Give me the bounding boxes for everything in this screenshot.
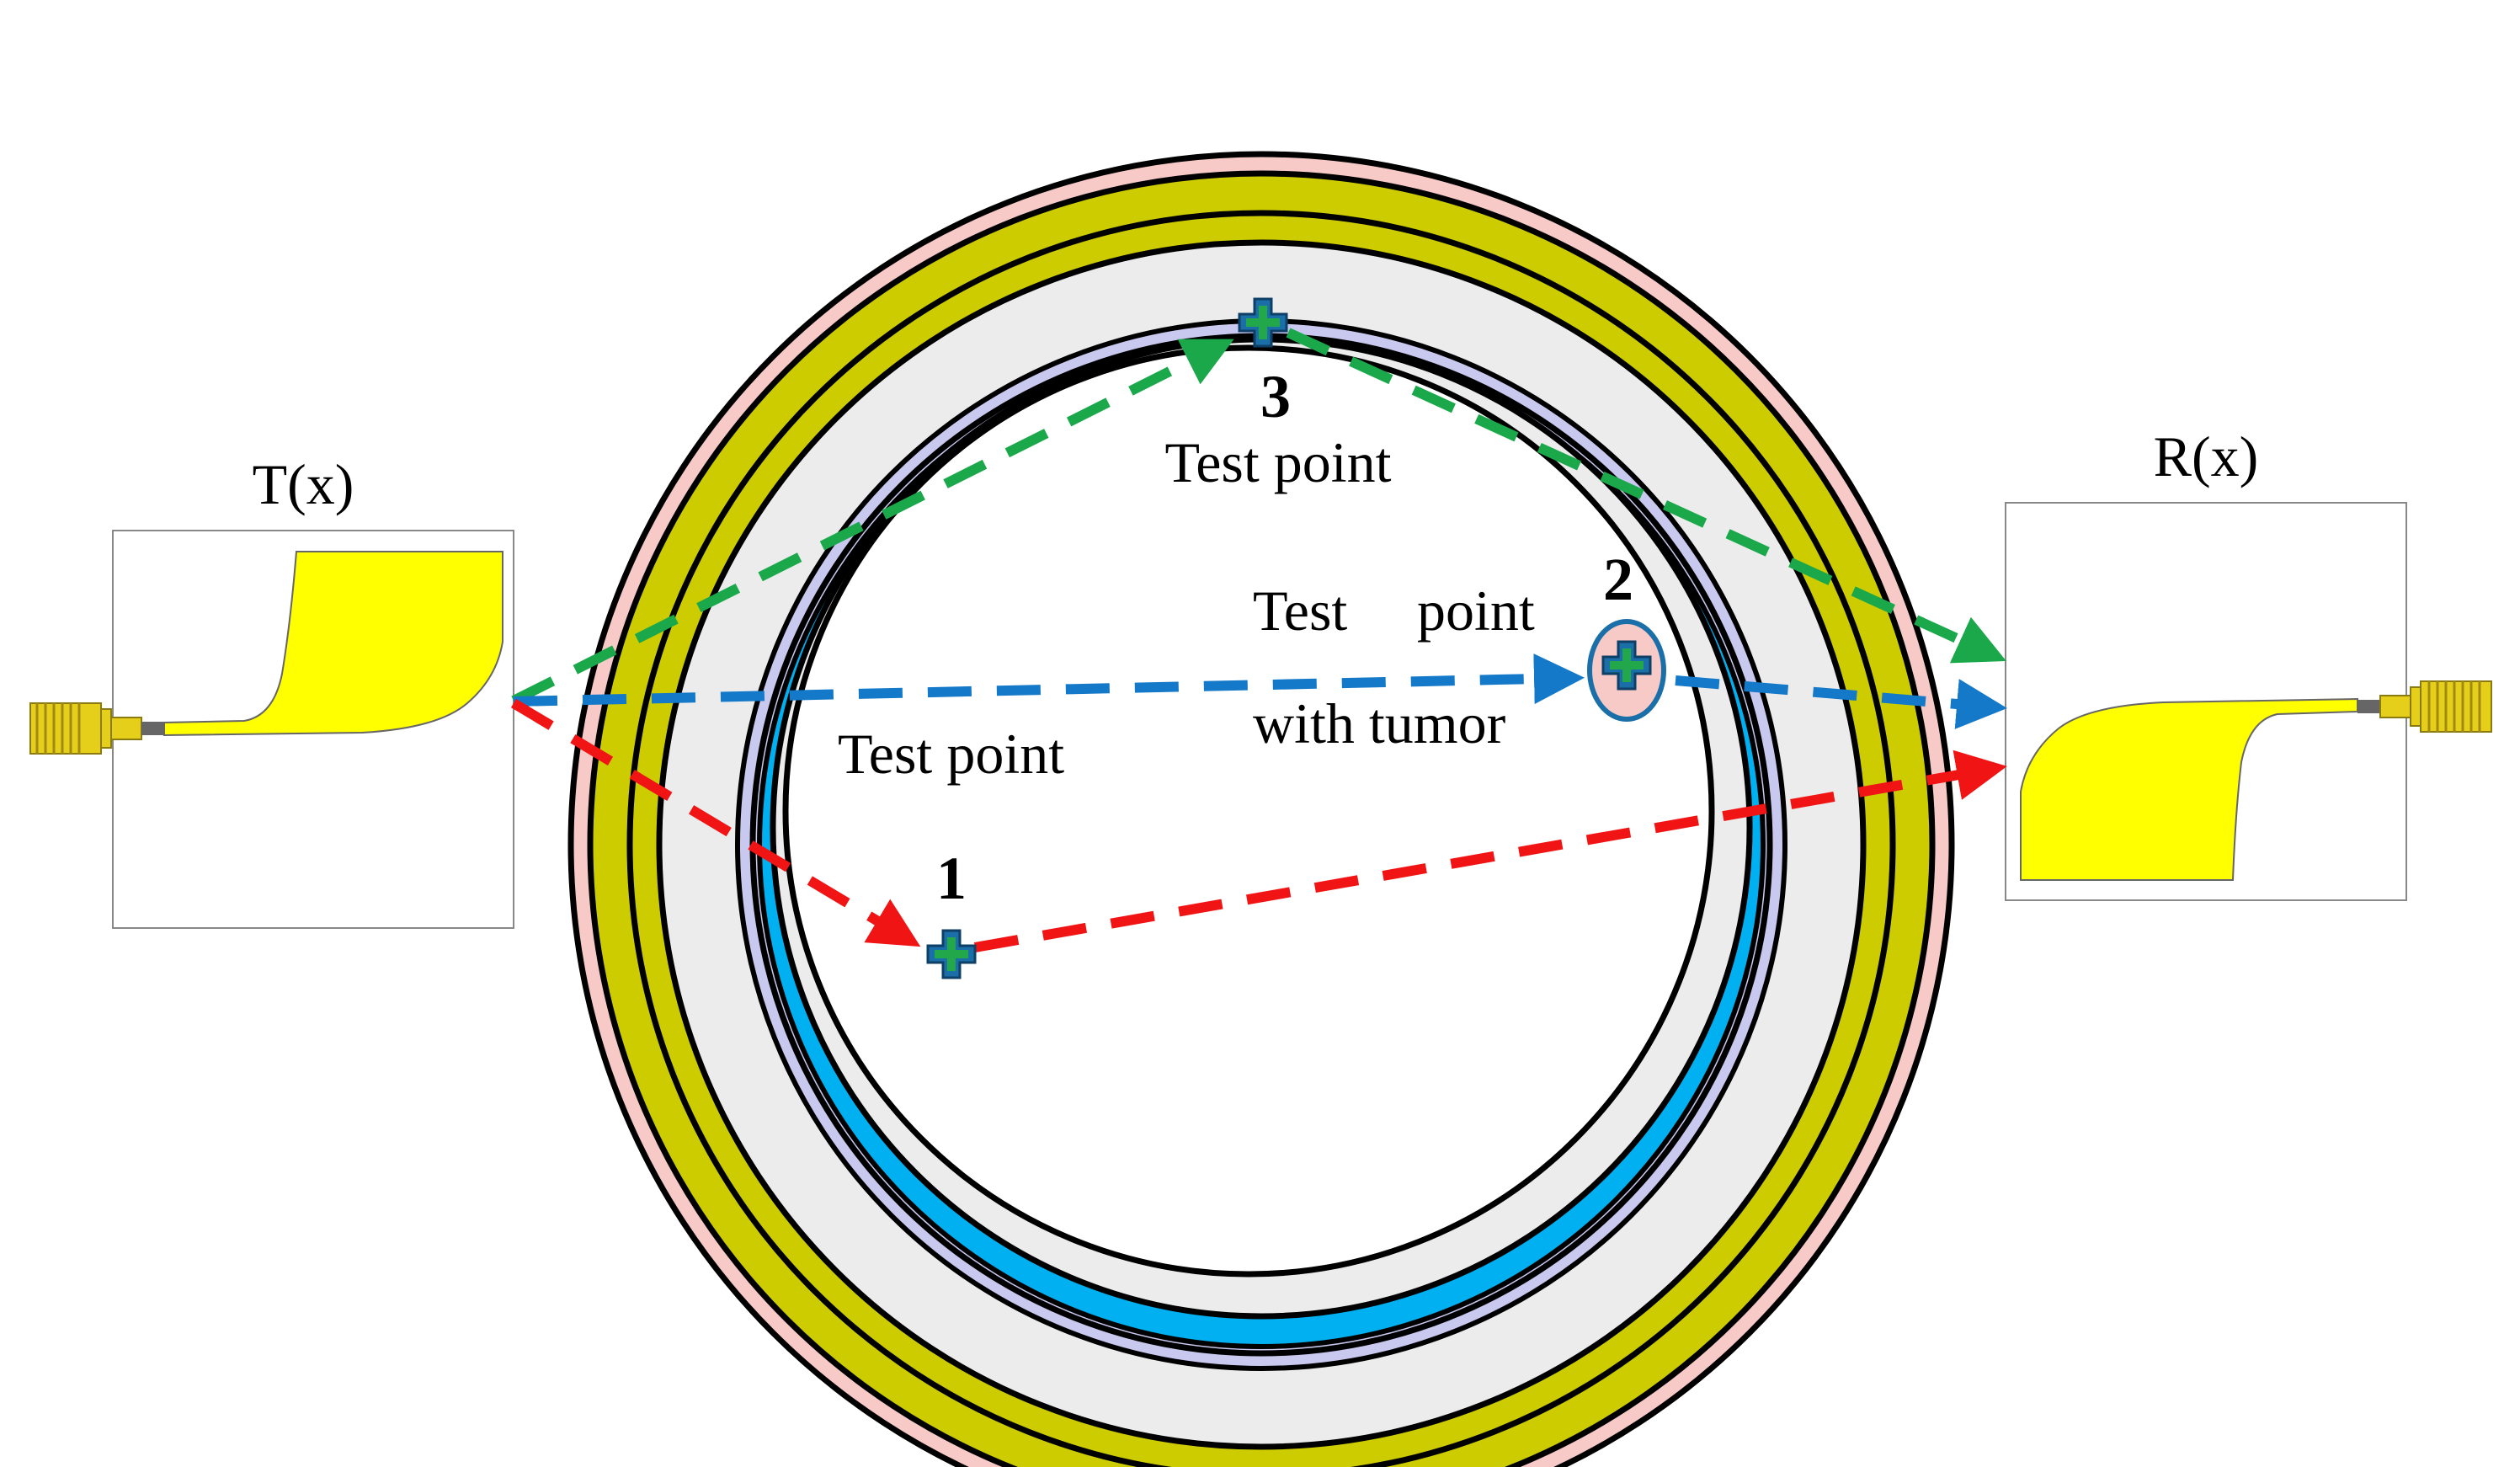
receiver-patch [2020, 697, 2358, 881]
plus-marker-icon [1238, 297, 1288, 348]
test-point-2-number: 2 [1603, 546, 1633, 613]
sma-connector-icon [2358, 680, 2492, 733]
path-blue-tx-to-point2 [513, 653, 1585, 707]
test-point-2-caption-line2: with tumor [1253, 691, 1506, 755]
ring-brain-core [782, 344, 1715, 1278]
test-point-3-caption: Test point [1164, 430, 1391, 494]
sma-connector-icon [29, 702, 164, 755]
receiver-antenna: R(x) [2005, 424, 2492, 901]
path-red-tx-to-point1 [510, 698, 921, 947]
test-point-3-number: 3 [1260, 363, 1291, 430]
receiver-label: R(x) [2154, 424, 2259, 488]
transmitter-antenna: T(x) [29, 452, 514, 929]
path-blue-point2-to-rx [1675, 675, 2007, 729]
test-point-1-number: 1 [936, 845, 967, 912]
test-point-2-caption-word2: point [1417, 579, 1535, 643]
plus-marker-icon [926, 929, 977, 979]
test-point-1: 1 Test point [838, 722, 1064, 979]
transmitter-label: T(x) [253, 452, 354, 516]
path-green-point3-to-rx [1286, 328, 2006, 664]
signal-paths [510, 328, 2007, 952]
head-model-rings [567, 151, 1955, 1467]
test-point-2: 2 Test point with tumor [1253, 546, 1666, 755]
path-red-point1-to-rx [973, 750, 2007, 952]
test-point-1-caption: Test point [838, 722, 1064, 786]
test-point-2-caption-word1: Test [1253, 579, 1347, 643]
test-point-3: 3 Test point [1164, 297, 1392, 494]
path-green-tx-to-point3 [511, 339, 1234, 706]
plus-marker-icon [1601, 640, 1652, 691]
